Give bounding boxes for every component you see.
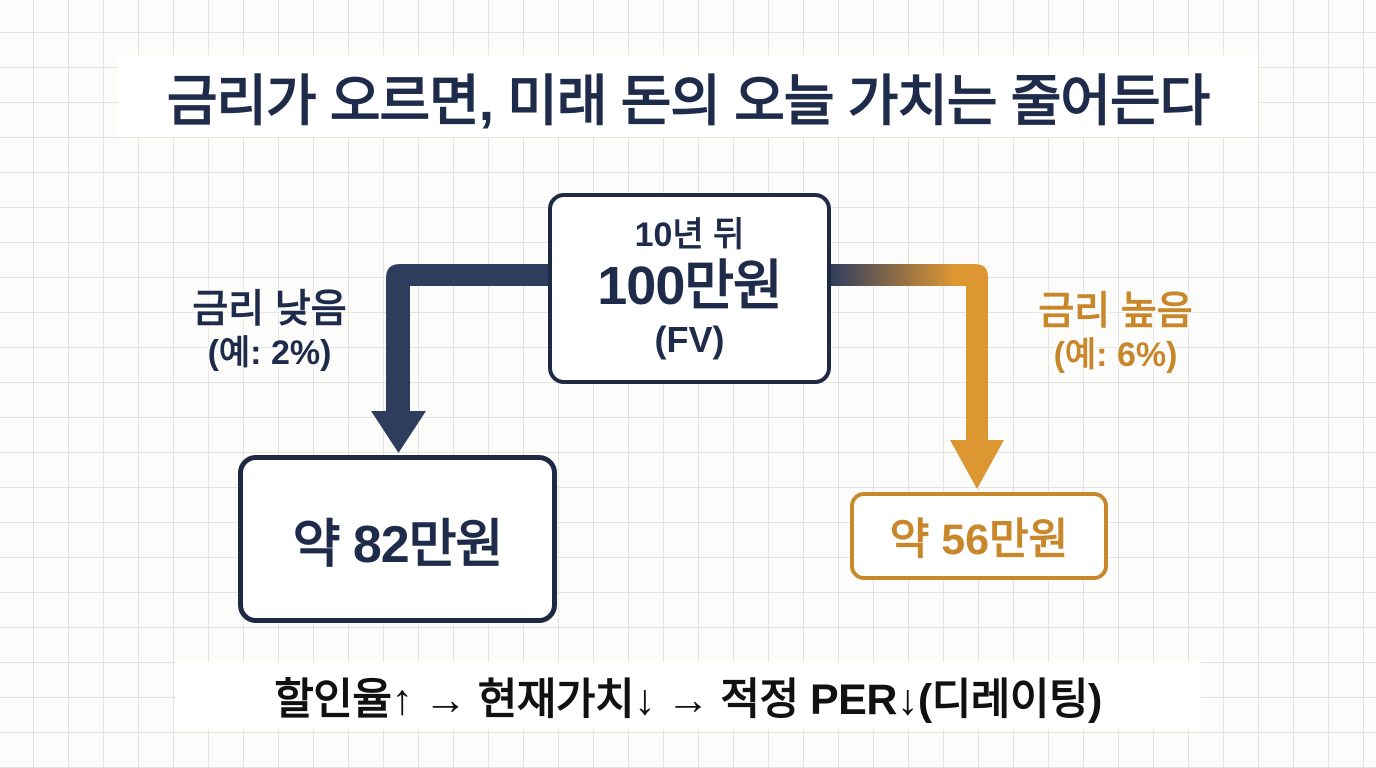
future-value-box: 10년 뒤 100만원 (FV) <box>548 193 831 384</box>
low-rate-result-value: 약 82만원 <box>292 515 504 574</box>
high-rate-example: (예: 6%) <box>1053 335 1178 374</box>
footer-band: 할인율↑ → 현재가치↓ → 적정 PER↓(디레이팅) <box>175 662 1201 730</box>
low-rate-label: 금리 낮음 <box>192 288 347 331</box>
footer-formula: 할인율↑ → 현재가치↓ → 적정 PER↓(디레이팅) <box>274 676 1102 724</box>
title-band: 금리가 오르면, 미래 돈의 오늘 가치는 줄어든다 <box>118 55 1258 137</box>
page-title: 금리가 오르면, 미래 돈의 오늘 가치는 줄어든다 <box>166 70 1210 132</box>
fv-period-label: 10년 뒤 <box>634 216 745 255</box>
low-rate-label-group: 금리 낮음 (예: 2%) <box>162 288 377 374</box>
high-rate-arrow-icon <box>829 264 1004 489</box>
high-rate-label-group: 금리 높음 (예: 6%) <box>1008 290 1223 376</box>
high-rate-label: 금리 높음 <box>1038 290 1193 333</box>
fv-amount-value: 100만원 <box>597 256 782 317</box>
low-rate-result-box: 약 82만원 <box>238 455 557 623</box>
high-rate-result-value: 약 56만원 <box>889 516 1069 564</box>
fv-abbreviation: (FV) <box>654 318 725 360</box>
low-rate-arrow-icon <box>371 264 550 453</box>
low-rate-example: (예: 2%) <box>207 333 332 372</box>
high-rate-result-box: 약 56만원 <box>850 492 1108 580</box>
